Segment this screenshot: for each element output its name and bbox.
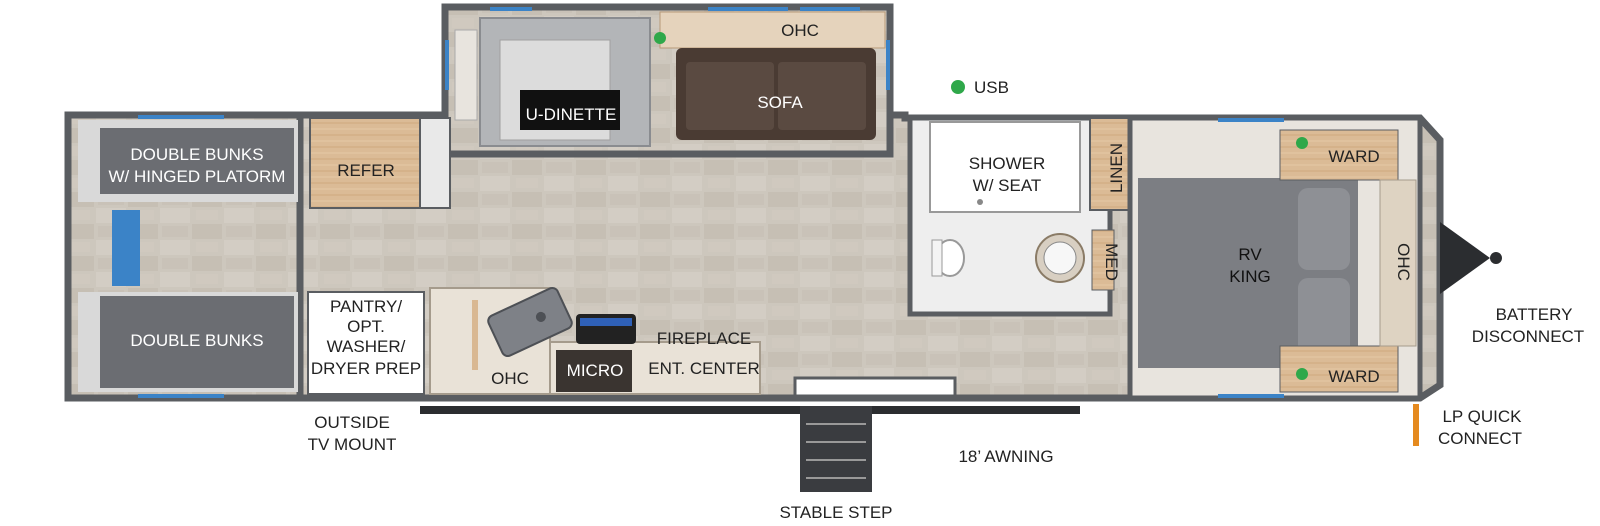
label-fireplace: FIREPLACE [657, 329, 751, 348]
label-lp-1: LP QUICK [1442, 407, 1522, 426]
window [445, 40, 449, 90]
label-double-bunks-hinged-1: DOUBLE BUNKS [130, 145, 263, 164]
label-double-bunks-hinged-2: W/ HINGED PLATORM [109, 167, 286, 186]
usb-legend-dot [951, 80, 965, 94]
window [138, 394, 224, 398]
stable-step [800, 406, 872, 492]
label-pantry-2: OPT. [347, 317, 385, 336]
label-pantry-4: DRYER PREP [311, 359, 421, 378]
window [1218, 118, 1284, 122]
bedroom-ohc [1379, 179, 1417, 347]
usb-dot [654, 32, 666, 44]
living-slide [441, 3, 894, 158]
label-lp-2: CONNECT [1438, 429, 1522, 448]
double-bunks-hinged [100, 128, 294, 194]
label-awning: 18’ AWNING [958, 447, 1053, 466]
label-double-bunks: DOUBLE BUNKS [130, 331, 263, 350]
dinette-table [520, 90, 620, 130]
hitch [1413, 222, 1502, 446]
window [138, 115, 224, 119]
medicine-cabinet [1091, 229, 1115, 291]
label-linen: LINEN [1107, 143, 1126, 193]
sink [487, 286, 573, 358]
label-rv-king-2: KING [1229, 267, 1271, 286]
usb-dot [1296, 368, 1308, 380]
label-outside-tv-1: OUTSIDE [314, 413, 390, 432]
label-ward-bottom: WARD [1328, 367, 1379, 386]
refer [309, 117, 451, 209]
label-battery-2: DISCONNECT [1472, 327, 1584, 346]
bunk-ladder-window [112, 210, 140, 286]
label-usb: USB [974, 78, 1009, 97]
label-shower-1: SHOWER [969, 154, 1046, 173]
bathroom [907, 115, 1141, 317]
label-ohc-bed: OHC [1394, 243, 1413, 281]
bunk-room [64, 111, 304, 402]
label-stable-step: STABLE STEP [779, 503, 892, 522]
labels: DOUBLE BUNKS W/ HINGED PLATORM DOUBLE BU… [109, 21, 1585, 522]
lp-connect [1413, 404, 1419, 446]
pantry [307, 291, 425, 395]
label-battery-1: BATTERY [1496, 305, 1573, 324]
window [800, 7, 860, 11]
window [490, 7, 532, 11]
label-ohc-slide: OHC [781, 21, 819, 40]
window [708, 7, 788, 11]
label-ent-center: ENT. CENTER [648, 359, 759, 378]
bedroom [1127, 115, 1423, 401]
window [886, 40, 890, 90]
label-pantry-3: WASHER/ [327, 337, 406, 356]
entry-door [793, 376, 957, 398]
microwave [556, 350, 632, 392]
awning [420, 406, 1080, 414]
label-med: MED [1102, 243, 1121, 281]
usb-dot [1296, 137, 1308, 149]
overhead-cabinet [659, 11, 886, 49]
label-rv-king-1: RV [1238, 245, 1262, 264]
double-bunks [100, 296, 294, 388]
label-ward-top: WARD [1328, 147, 1379, 166]
kitchen [429, 286, 761, 395]
label-pantry-1: PANTRY/ [330, 297, 402, 316]
label-refer: REFER [337, 161, 395, 180]
label-outside-tv-2: TV MOUNT [308, 435, 397, 454]
label-shower-2: W/ SEAT [973, 176, 1042, 195]
window [1218, 394, 1284, 398]
shower [929, 121, 1081, 213]
label-ohc-kitchen: OHC [491, 369, 529, 388]
label-sofa: SOFA [757, 93, 803, 112]
label-micro: MICRO [567, 361, 624, 380]
label-u-dinette: U-DINETTE [526, 105, 617, 124]
